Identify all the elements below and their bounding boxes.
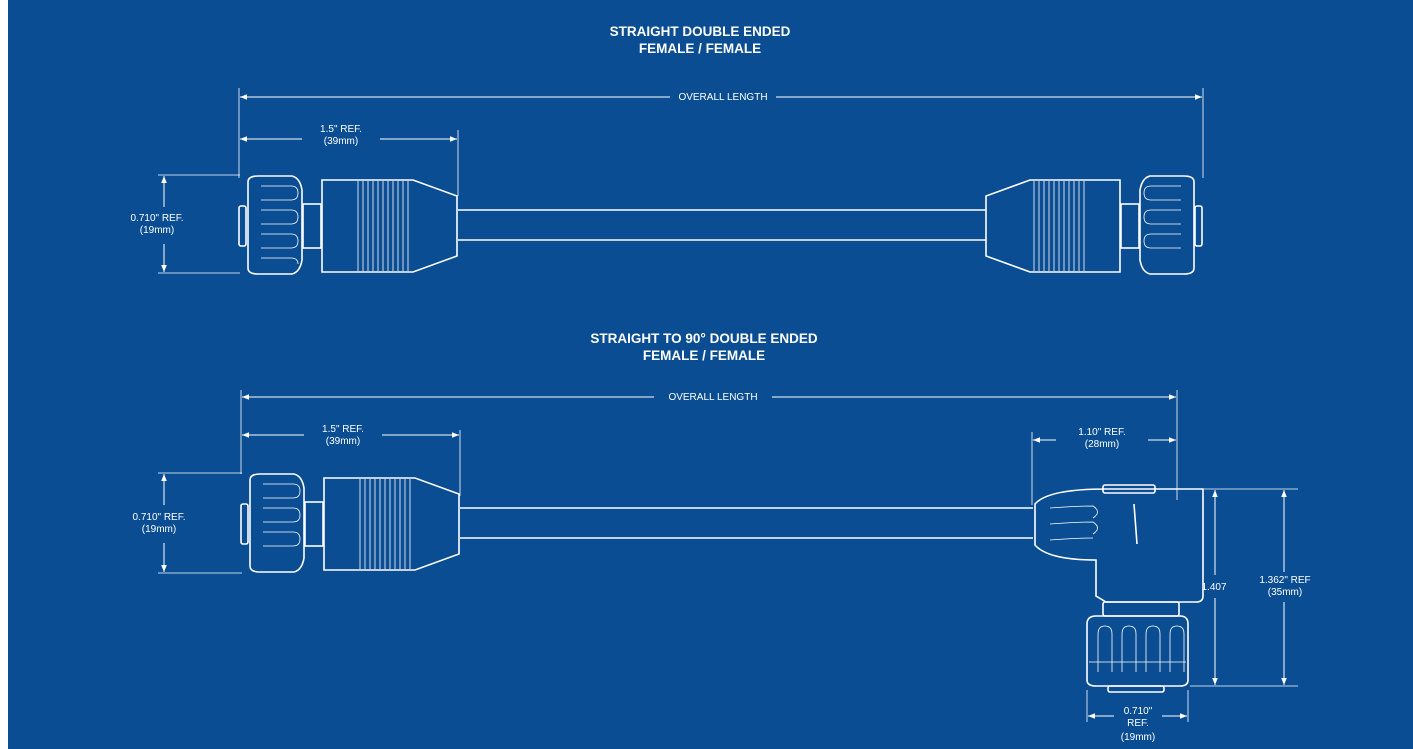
drawing-1-title-line-1: STRAIGHT DOUBLE ENDED [610,24,791,39]
drawing-straight-to-90-double-ended: STRAIGHT TO 90° DOUBLE ENDED FEMALE / FE… [132,331,1310,743]
drawing-1-diameter-ref: 0.710" REF. [130,213,183,224]
drawing-2-nut-ref-label: REF. [1127,718,1149,729]
drawing-2-height-total: 1.407 [1201,582,1226,593]
left-female-connector [238,175,458,275]
drawing-2-diameter-ref: 0.710" REF. [132,512,185,523]
drawing-2-height-ref: 1.362" REF [1259,575,1310,586]
right-female-connector [985,175,1203,275]
drawing-2-height-ref-mm: (35mm) [1268,587,1302,598]
cable-drawings: STRAIGHT DOUBLE ENDED FEMALE / FEMALE OV… [130,24,1310,743]
drawing-2-boot-ref-mm: (39mm) [326,436,360,447]
left-female-connector [240,473,460,573]
drawing-2-boot-ref: 1.5" REF. [322,424,364,435]
right-angle-female-connector [1034,484,1204,693]
drawing-1-diameter-ref-mm: (19mm) [140,225,174,236]
drawing-2-elbow-ref-mm: (28mm) [1085,439,1119,450]
drawing-1-boot-ref: 1.5" REF. [320,124,362,135]
drawing-straight-double-ended: STRAIGHT DOUBLE ENDED FEMALE / FEMALE OV… [130,24,1204,275]
drawing-2-diameter-ref-mm: (19mm) [142,524,176,535]
drawing-1-boot-ref-mm: (39mm) [324,136,358,147]
drawing-1-title-line-2: FEMALE / FEMALE [639,41,761,56]
blueprint-canvas: STRAIGHT DOUBLE ENDED FEMALE / FEMALE OV… [8,0,1413,749]
drawing-2-title-line-2: FEMALE / FEMALE [643,348,765,363]
drawing-2-overall-length: OVERALL LENGTH [668,392,757,403]
drawing-2-nut-ref-mm: (19mm) [1121,732,1155,743]
drawing-2-title-line-1: STRAIGHT TO 90° DOUBLE ENDED [590,331,817,346]
drawing-2-nut-ref: 0.710" [1124,706,1153,717]
drawing-1-overall-length: OVERALL LENGTH [678,92,767,103]
drawing-2-elbow-ref: 1.10" REF. [1078,427,1125,438]
